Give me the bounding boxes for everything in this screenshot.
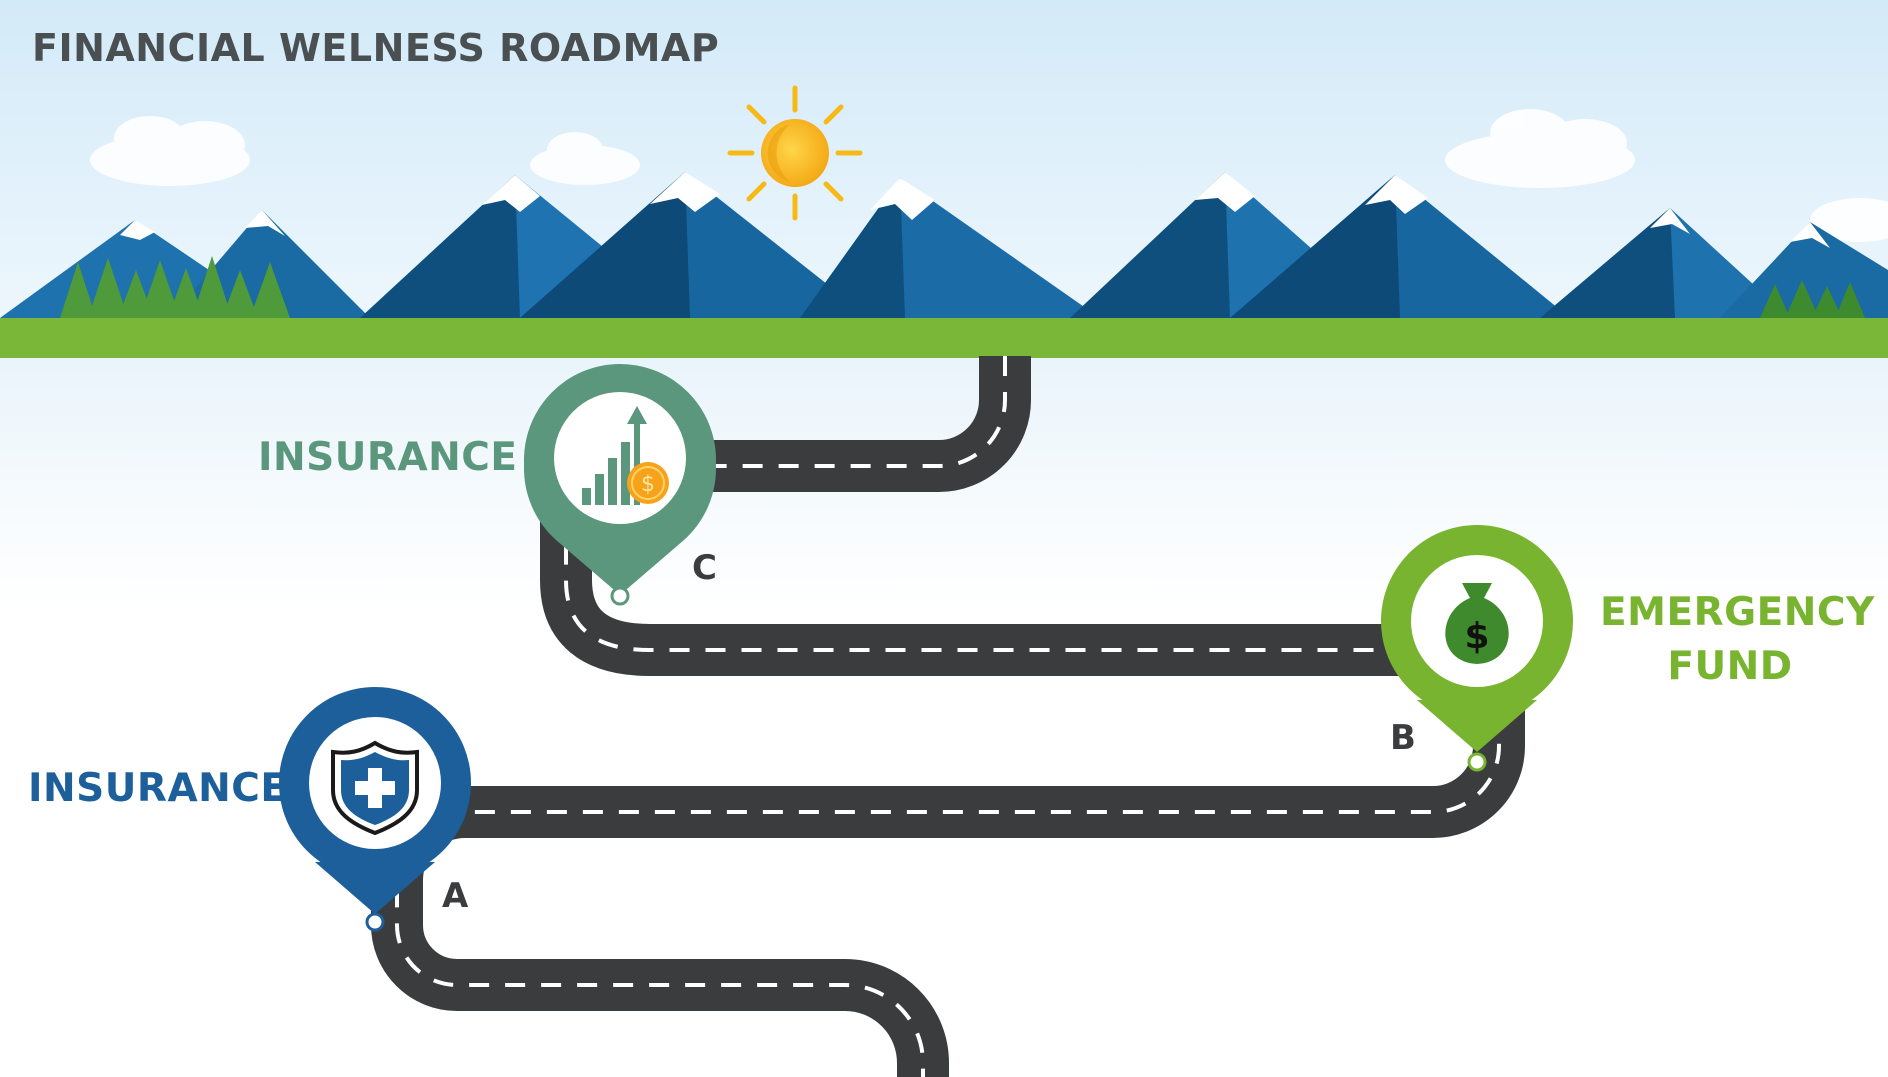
- stop-b-letter: B: [1390, 718, 1416, 758]
- svg-text:$: $: [641, 472, 655, 497]
- stop-b-label-line-2: FUND: [1667, 644, 1793, 689]
- grass-strip: [0, 318, 1888, 358]
- cloud-icon: [530, 132, 640, 185]
- cloud-icon: [90, 116, 250, 186]
- growth-chart-coin-icon: $: [582, 406, 669, 505]
- stop-a-label: INSURANCE: [28, 766, 288, 811]
- stop-c-label: INSURANCE: [258, 435, 518, 480]
- snowy-mountain-icon: [360, 172, 870, 318]
- cloud-icon: [1445, 109, 1635, 188]
- shield-cross-icon: [331, 740, 419, 836]
- cloud-icon: [1810, 198, 1888, 242]
- pine-tree-icon: [1760, 280, 1865, 318]
- stop-c-letter: C: [692, 548, 717, 588]
- pine-tree-icon: [60, 256, 290, 318]
- svg-text:$: $: [1464, 616, 1489, 657]
- sun-icon: [727, 85, 863, 221]
- snowy-mountain-icon: [1070, 172, 1570, 318]
- page-title: FINANCIAL WELNESS ROADMAP: [32, 26, 720, 70]
- stop-b-label-line-1: EMERGENCY: [1600, 590, 1875, 635]
- snowy-mountain-icon: [800, 178, 1100, 318]
- stop-a-letter: A: [442, 876, 469, 916]
- stop-b-label: EMERGENCY FUND: [1600, 586, 1875, 694]
- money-bag-icon: $: [1445, 583, 1509, 664]
